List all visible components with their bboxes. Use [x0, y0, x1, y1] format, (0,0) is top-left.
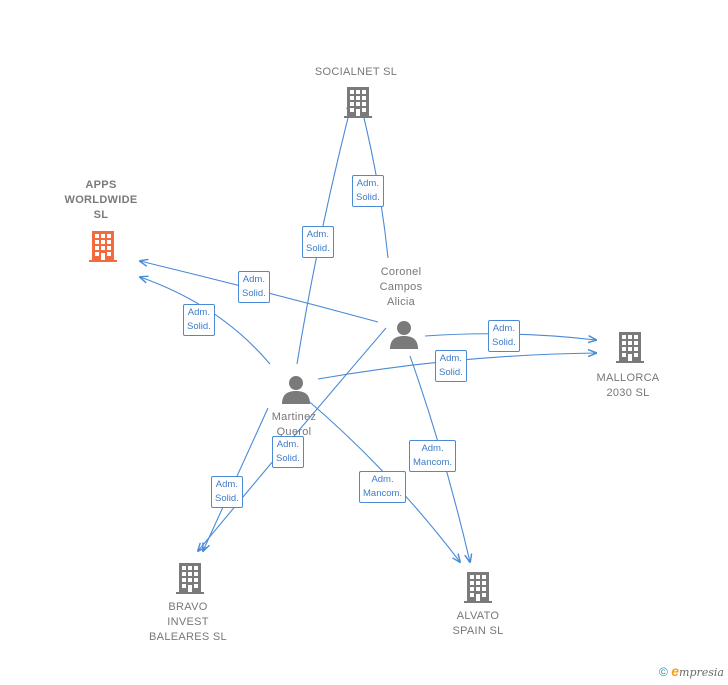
coronel-label[interactable]: Coronel Campos Alicia — [379, 266, 423, 308]
edge-label-coronel-bravo[interactable]: Adm. Solid. — [272, 436, 304, 468]
edge-label-martinez-apps[interactable]: Adm. Solid. — [183, 304, 215, 336]
alvato-label[interactable]: ALVATO SPAIN SL — [452, 610, 504, 637]
brand-name: mpresia — [679, 666, 724, 679]
copyright-symbol: © — [659, 665, 668, 679]
edge-label-coronel-alvato[interactable]: Adm. Mancom. — [409, 440, 457, 472]
social-label[interactable]: SOCIALNET SL — [314, 66, 398, 78]
edge-label-martinez-bravo[interactable]: Adm. Solid. — [211, 476, 243, 508]
brand-initial: e — [671, 663, 680, 679]
martinez-label[interactable]: Martinez Querol — [271, 411, 317, 438]
node-icons — [89, 87, 644, 603]
apps-label[interactable]: APPS WORLDWIDE SL — [64, 179, 138, 221]
mallorca-building-icon[interactable] — [616, 332, 644, 363]
martinez-person-icon[interactable] — [282, 376, 310, 404]
edge-label-coronel-mallorca[interactable]: Adm. Solid. — [488, 320, 520, 352]
social-building-icon[interactable] — [344, 87, 372, 118]
alvato-building-icon[interactable] — [464, 572, 492, 603]
apps-building-icon[interactable] — [89, 231, 117, 262]
edge-label-martinez-social[interactable]: Adm. Solid. — [302, 226, 334, 258]
coronel-person-icon[interactable] — [390, 321, 418, 349]
mallorca-label[interactable]: MALLORCA 2030 SL — [596, 372, 660, 399]
footer-brand: © empresia — [659, 663, 724, 679]
edge-label-martinez-alvato[interactable]: Adm. Mancom. — [359, 471, 407, 503]
edge-label-martinez-mallorca[interactable]: Adm. Solid. — [435, 350, 467, 382]
bravo-label[interactable]: BRAVO INVEST BALEARES SL — [149, 601, 227, 643]
edge-label-coronel-social[interactable]: Adm. Solid. — [352, 175, 384, 207]
bravo-building-icon[interactable] — [176, 563, 204, 594]
edge-label-coronel-apps[interactable]: Adm. Solid. — [238, 271, 270, 303]
